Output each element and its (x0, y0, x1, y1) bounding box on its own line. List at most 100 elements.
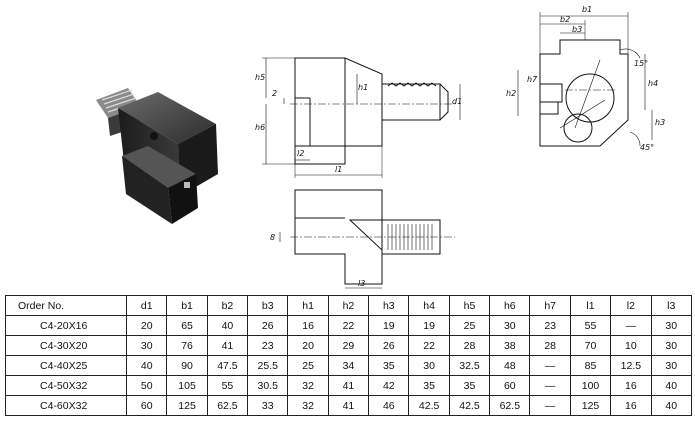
table-cell: 60 (126, 395, 168, 416)
table-cell: 16 (610, 375, 652, 396)
table-cell: 65 (166, 315, 208, 336)
label-h1: h1 (358, 83, 368, 92)
table-cell: 22 (327, 315, 370, 336)
header-h3: h3 (368, 295, 410, 316)
table-cell: 26 (368, 335, 410, 356)
header-h6: h6 (489, 295, 531, 316)
cell-order-no: C4-20X16 (4, 315, 128, 336)
label-2: 2 (272, 89, 277, 98)
table-cell: 125 (166, 395, 208, 416)
header-h1: h1 (287, 295, 329, 316)
label-b3: b3 (572, 25, 582, 34)
table-cell: 30.5 (247, 375, 289, 396)
table-cell: 25 (287, 355, 329, 376)
label-h2: h2 (506, 89, 516, 98)
table-cell: 40 (126, 355, 168, 376)
label-l2: l2 (297, 149, 304, 158)
table-cell: 33 (247, 395, 289, 416)
table-cell: 55 (206, 375, 249, 396)
table-cell: 20 (287, 335, 329, 356)
table-cell: 125 (569, 395, 612, 416)
spec-table: Order No. d1 b1 b2 b3 h1 h2 h3 h4 h5 h6 … (4, 295, 693, 416)
table-cell: 90 (166, 355, 208, 376)
label-45deg: 45° (640, 143, 654, 152)
side-view (262, 57, 461, 178)
table-cell: — (529, 355, 571, 376)
header-d1: d1 (126, 295, 168, 316)
label-h4: h4 (648, 79, 658, 88)
header-l1: l1 (569, 295, 612, 316)
table-cell: 28 (448, 335, 491, 356)
table-cell: 105 (166, 375, 208, 396)
header-order-no: Order No. (4, 295, 128, 316)
table-cell: 23 (247, 335, 289, 356)
table-cell: 25.5 (247, 355, 289, 376)
label-15deg: 15° (634, 59, 648, 68)
header-l3: l3 (650, 295, 693, 316)
header-b2: b2 (206, 295, 249, 316)
table-row: C4-60X32 60 125 62.5 33 32 41 46 42.5 42… (4, 395, 693, 416)
table-cell: 30 (489, 315, 531, 336)
label-h5: h5 (255, 73, 265, 82)
table-cell: 55 (569, 315, 612, 336)
table-cell: 29 (327, 335, 370, 356)
cell-order-no: C4-60X32 (4, 395, 128, 416)
cell-order-no: C4-50X32 (4, 375, 128, 396)
table-cell: 34 (327, 355, 370, 376)
screw-hole (150, 132, 158, 140)
technical-drawings: h5 2 h6 h1 d1 l2 l1 8 l3 (255, 5, 665, 289)
table-cell: 42.5 (448, 395, 491, 416)
table-cell: 41 (206, 335, 249, 356)
table-cell: 42 (368, 375, 410, 396)
label-h7: h7 (527, 75, 538, 84)
cell-order-no: C4-40X25 (4, 355, 128, 376)
front-view (517, 12, 653, 147)
header-h7: h7 (529, 295, 571, 316)
top-view (279, 189, 455, 289)
table-cell: 26 (247, 315, 289, 336)
label-8: 8 (270, 233, 275, 242)
table-cell: 30 (408, 355, 450, 376)
table-cell: — (529, 375, 571, 396)
table-cell: 32 (287, 375, 329, 396)
label-l3: l3 (358, 279, 365, 288)
table-cell: 46 (368, 395, 410, 416)
table-cell: 28 (529, 335, 571, 356)
table-cell: 76 (166, 335, 208, 356)
label-h3: h3 (655, 118, 665, 127)
table-cell: 16 (610, 395, 652, 416)
table-cell: 10 (610, 335, 652, 356)
table-row: C4-50X32 50 105 55 30.5 32 41 42 35 35 6… (4, 375, 693, 396)
table-cell: 16 (287, 315, 329, 336)
table-cell: 62.5 (206, 395, 249, 416)
table-cell: 42.5 (408, 395, 450, 416)
table-cell: 19 (408, 315, 450, 336)
table-cell: 41 (327, 395, 370, 416)
table-cell: 32 (287, 395, 329, 416)
table-cell: 85 (569, 355, 612, 376)
table-row: C4-20X16 20 65 40 26 16 22 19 19 25 30 2… (4, 315, 693, 336)
label-h6: h6 (255, 123, 265, 132)
table-cell: 35 (448, 375, 491, 396)
table-cell: 38 (489, 335, 531, 356)
header-h2: h2 (327, 295, 370, 316)
table-cell: 30 (650, 335, 693, 356)
table-cell: 100 (569, 375, 612, 396)
table-cell: — (529, 395, 571, 416)
table-cell: 30 (650, 315, 693, 336)
table-row: C4-40X25 40 90 47.5 25.5 25 34 35 30 32.… (4, 355, 693, 376)
table-cell: 60 (489, 375, 531, 396)
header-b3: b3 (247, 295, 289, 316)
table-cell: 40 (650, 395, 693, 416)
table-cell: — (610, 315, 652, 336)
table-cell: 22 (408, 335, 450, 356)
table-cell: 50 (126, 375, 168, 396)
header-b1: b1 (166, 295, 208, 316)
table-cell: 41 (327, 375, 370, 396)
table-cell: 35 (368, 355, 410, 376)
label-l1: l1 (335, 165, 342, 174)
product-photo (96, 88, 218, 224)
table-cell: 20 (126, 315, 168, 336)
table-header-row: Order No. d1 b1 b2 b3 h1 h2 h3 h4 h5 h6 … (4, 295, 693, 316)
cell-order-no: C4-30X20 (4, 335, 128, 356)
